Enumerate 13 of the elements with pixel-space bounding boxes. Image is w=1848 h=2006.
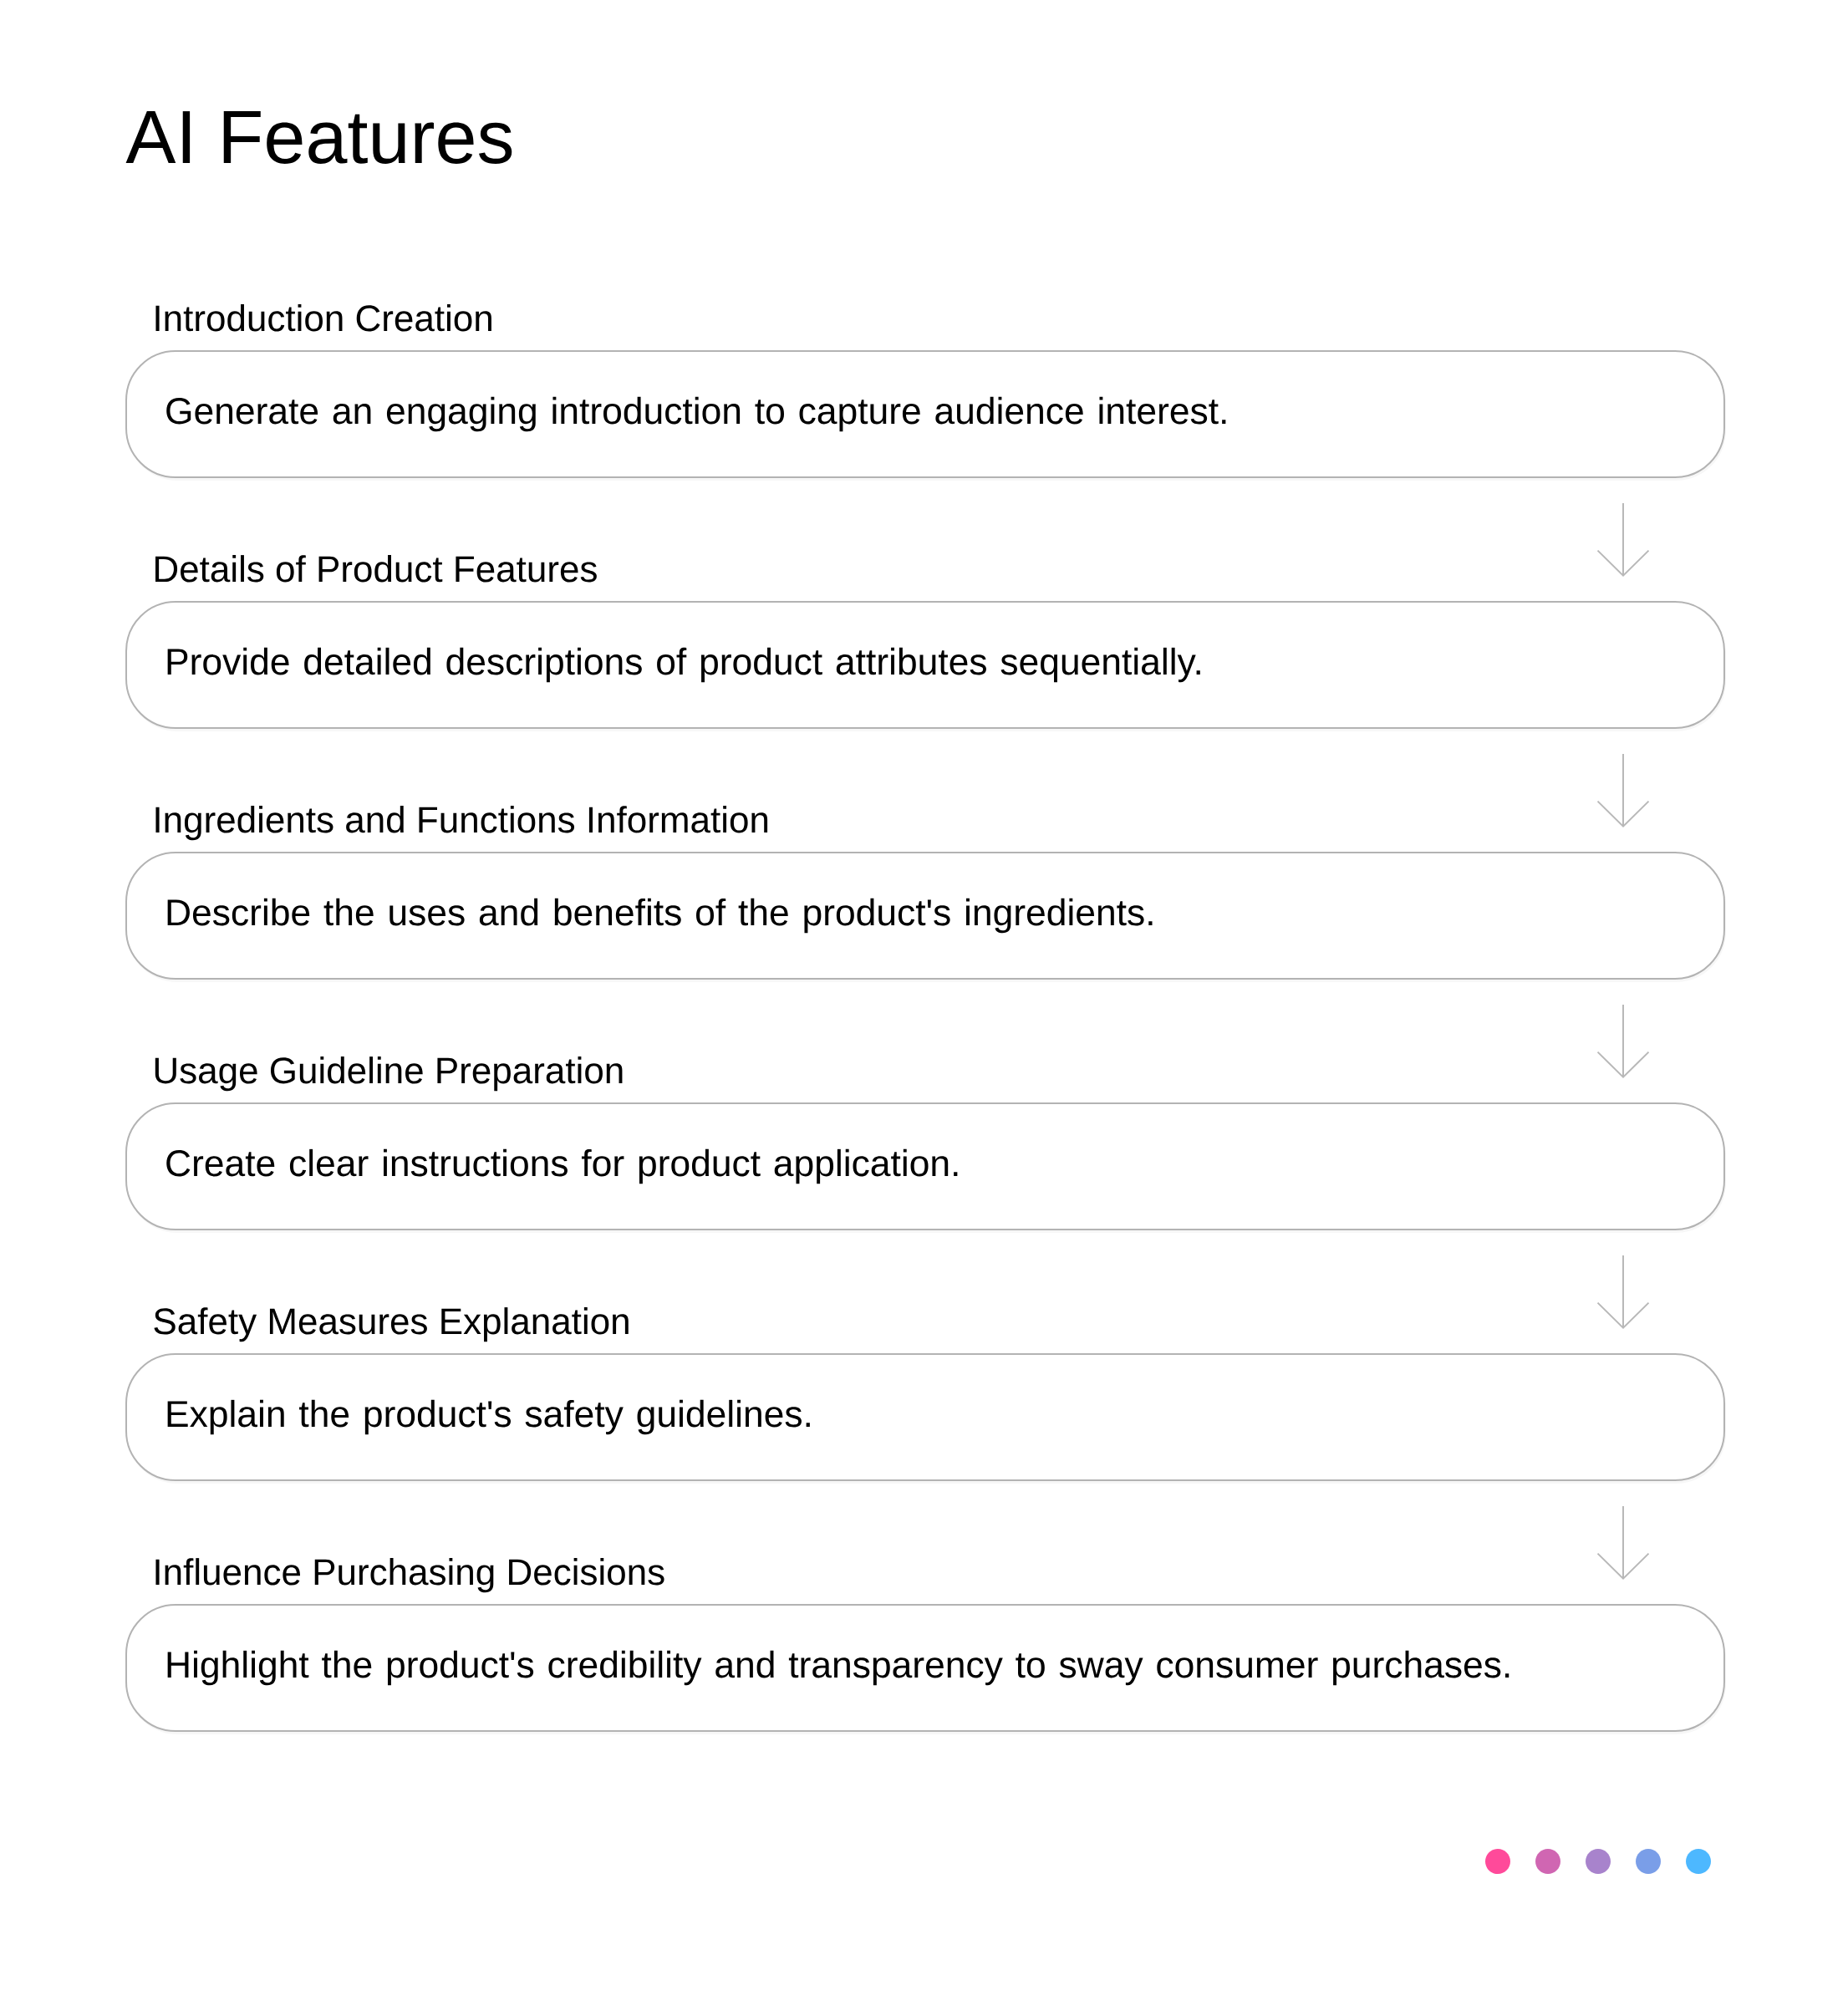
- step-heading: Safety Measures Explanation: [154, 1307, 629, 1342]
- step-heading: Ingredients and Functions Information: [155, 806, 768, 841]
- process-box: Provide detailed descriptions of product attributes sequentially.: [125, 601, 1726, 731]
- step-heading: Introduction Creation: [155, 304, 491, 332]
- process-box: Generate an engaging introduction to capture audience interest.: [125, 350, 1726, 481]
- step-heading: Details of Product Features: [155, 555, 597, 583]
- title: AI Features: [125, 111, 512, 164]
- process-box: Create clear instructions for product application.: [125, 1102, 1726, 1233]
- process-box: Highlight the product's credibility and transparency to sway consumer purchases.: [125, 1604, 1726, 1734]
- step-heading: Influence Purchasing Decisions: [155, 1558, 664, 1593]
- process-box: Describe the uses and benefits of the product's ingredients.: [125, 852, 1726, 982]
- step-heading: Usage Guideline Preparation: [155, 1056, 623, 1092]
- process-box: Explain the product's safety guidelines.: [125, 1353, 1726, 1484]
